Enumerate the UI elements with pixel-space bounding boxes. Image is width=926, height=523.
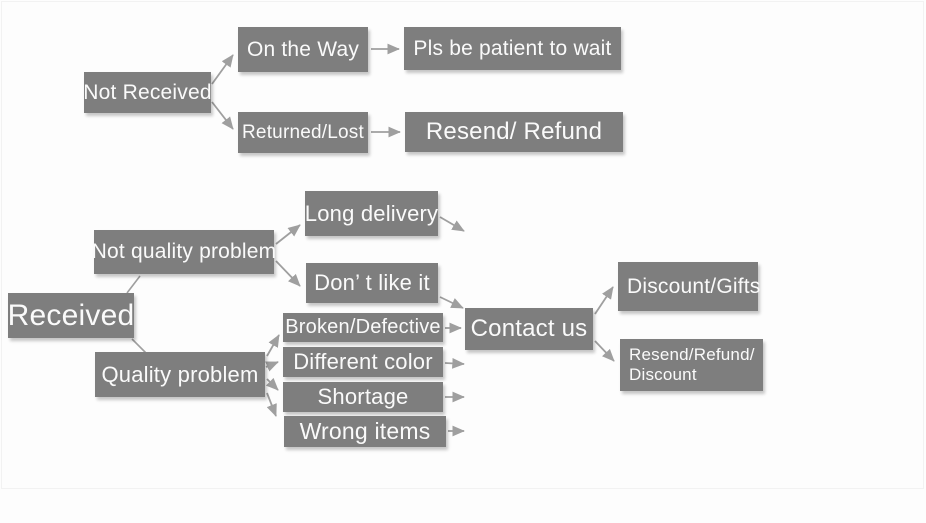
node-contact-us: Contact us (465, 308, 593, 350)
connector-received-notquality (126, 275, 141, 294)
connector-notquality-longdelivery (275, 224, 301, 245)
node-different-color: Different color (283, 347, 443, 377)
connector-quality-wrongitems (266, 392, 277, 417)
connector-contactus-discountgifts (594, 286, 614, 315)
connector-contactus-resendrefunddiscount (594, 340, 615, 362)
node-returned-lost: Returned/Lost (238, 112, 368, 153)
connector-quality-broken (266, 334, 280, 357)
node-not-quality-problem: Not quality problem (92, 230, 276, 274)
connector-quality-shortage (265, 377, 279, 391)
node-wrong-items: Wrong items (284, 416, 446, 447)
connector-received-quality (131, 338, 147, 354)
node-discount-gifts: Discount/Gifts (618, 262, 760, 311)
connector-quality-diffcolor (265, 361, 279, 372)
node-resend-refund-discount: Resend/Refund/ Discount (620, 339, 763, 391)
connector-notreceived-ontheway (211, 54, 234, 85)
node-on-the-way: On the Way (238, 27, 368, 72)
node-pls-be-patient: Pls be patient to wait (404, 27, 621, 70)
connector-notreceived-returnedlost (211, 101, 234, 130)
connector-diffcolor-contactus (444, 357, 465, 369)
node-dont-like-it: Don’ t like it (306, 263, 438, 303)
node-quality-problem: Quality problem (95, 352, 265, 397)
connector-notquality-dontlike (275, 260, 301, 287)
node-not-received: Not Received (83, 72, 212, 113)
node-received: Received (8, 293, 134, 338)
connector-dontlike-contactus (439, 296, 464, 309)
node-shortage: Shortage (283, 382, 443, 412)
node-resend-refund: Resend/ Refund (405, 112, 623, 152)
node-long-delivery: Long delivery (305, 191, 438, 236)
node-broken-defective: Broken/Defective (283, 313, 443, 342)
connector-longdelivery-out (439, 216, 465, 232)
